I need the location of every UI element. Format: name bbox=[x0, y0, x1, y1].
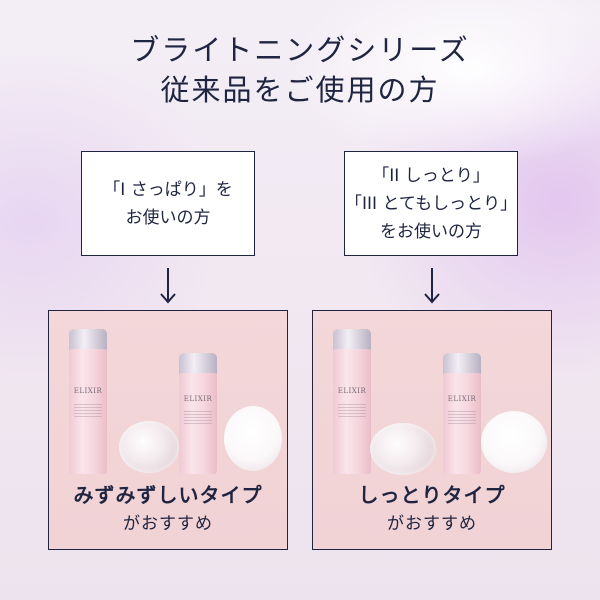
emulsion-bottle-image: ELIXIR bbox=[443, 353, 481, 474]
recommended-type-sub: がおすすめ bbox=[123, 514, 213, 534]
condition-box-left: 「I さっぱり」を お使いの方 bbox=[81, 151, 255, 256]
emulsion-texture-swatch bbox=[224, 406, 282, 471]
condition-left-line-2: お使いの方 bbox=[125, 207, 211, 228]
bottle-brand-label: ELIXIR bbox=[337, 387, 367, 395]
lotion-texture-swatch bbox=[370, 423, 436, 475]
lotion-bottle-image: ELIXIR bbox=[333, 329, 371, 474]
recommended-type-title: しっとりタイプ bbox=[358, 483, 506, 507]
condition-right-line-1: 「II しっとり」 bbox=[372, 165, 490, 186]
condition-box-right: 「II しっとり」 「III とてもしっとり」 をお使いの方 bbox=[344, 151, 518, 256]
product-panel-left: ELIXIR ELIXIR みずみずしいタイプ がおすすめ bbox=[48, 310, 288, 550]
lotion-bottle-image: ELIXIR bbox=[69, 329, 107, 474]
bottle-brand-label: ELIXIR bbox=[183, 395, 213, 403]
title-line-2: 従来品をご使用の方 bbox=[160, 73, 440, 107]
bottle-brand-label: ELIXIR bbox=[73, 387, 103, 395]
arrow-down-icon bbox=[160, 268, 176, 304]
lotion-texture-swatch bbox=[119, 421, 179, 473]
bottle-brand-label: ELIXIR bbox=[447, 395, 477, 403]
emulsion-texture-swatch bbox=[481, 411, 547, 473]
product-panel-right: ELIXIR ELIXIR しっとりタイプ がおすすめ bbox=[312, 310, 552, 550]
recommended-type-title: みずみずしいタイプ bbox=[73, 483, 263, 507]
title-line-1: ブライトニングシリーズ bbox=[130, 33, 470, 67]
arrow-down-icon bbox=[424, 268, 440, 304]
page-title: ブライトニングシリーズ 従来品をご使用の方 bbox=[0, 30, 600, 110]
condition-left-line-1: 「I さっぱり」を bbox=[103, 179, 233, 200]
condition-right-line-2: 「III とてもしっとり」 bbox=[345, 193, 518, 214]
recommended-type-sub: がおすすめ bbox=[387, 514, 477, 534]
condition-right-line-3: をお使いの方 bbox=[380, 221, 482, 242]
emulsion-bottle-image: ELIXIR bbox=[179, 353, 217, 474]
